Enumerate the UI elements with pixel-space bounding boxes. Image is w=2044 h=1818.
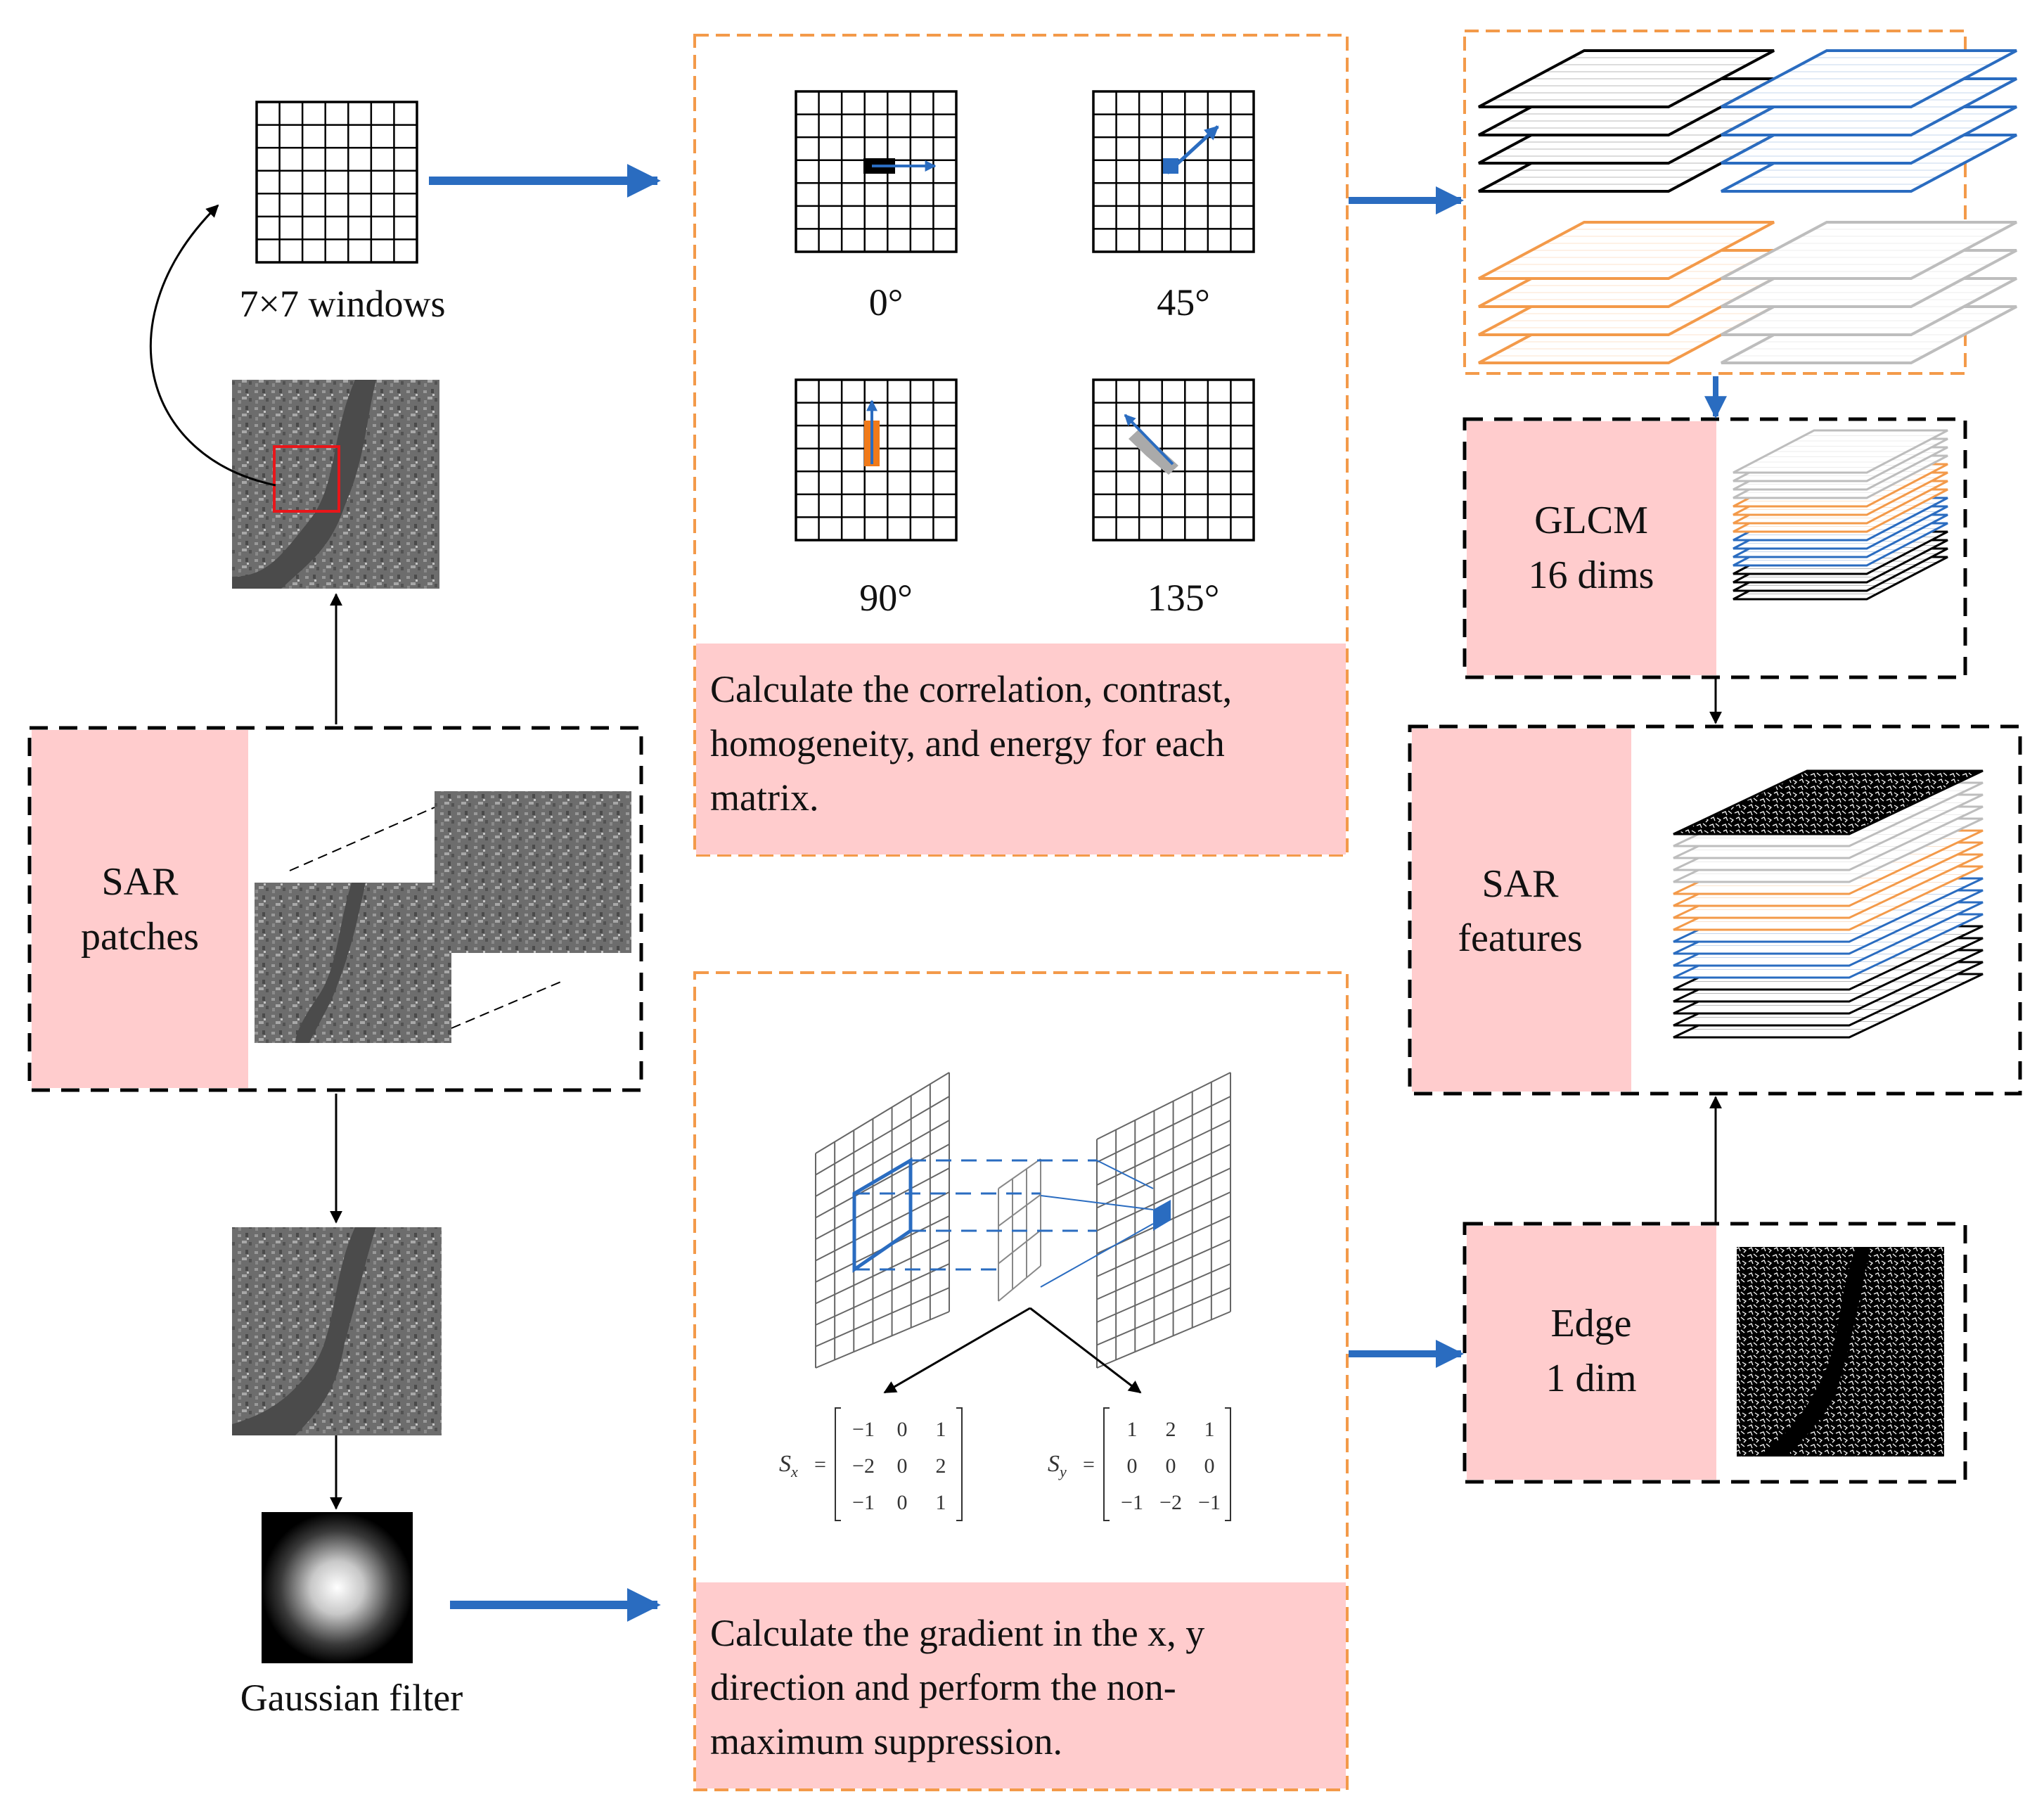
angle-grid-0 xyxy=(795,90,958,253)
matrix-cell: 0 xyxy=(1204,1454,1215,1478)
layer-stack-black xyxy=(1478,49,1775,193)
angle-grid-90 xyxy=(795,378,958,542)
matrix-cell: 1 xyxy=(936,1418,946,1441)
matrix-cell: 0 xyxy=(1127,1454,1138,1478)
edge-label-1: Edge xyxy=(1550,1302,1631,1345)
matrix-cell: −1 xyxy=(852,1491,875,1514)
sobel-x-matrix: Sx = −1 0 1 −2 0 2 −1 0 1 xyxy=(779,1407,963,1521)
angle-label-45: 45° xyxy=(1157,281,1210,324)
angle-45-fill xyxy=(1163,158,1178,174)
matrix-cell: −2 xyxy=(852,1454,875,1478)
glcm-text-bg xyxy=(696,644,1346,854)
sar-features-stack xyxy=(1673,769,1984,1039)
patch-connector-top xyxy=(289,807,435,871)
glcm-text-line-3: matrix. xyxy=(710,776,818,819)
layer-stack-blue xyxy=(1721,49,2017,193)
sar-patches-label-1: SAR xyxy=(102,860,179,904)
output-image-grid xyxy=(1096,1072,1231,1369)
matrix-cell: −1 xyxy=(1198,1491,1221,1514)
matrix-cell: 0 xyxy=(897,1491,908,1514)
edge-label-bg xyxy=(1467,1226,1716,1480)
gaussian-caption: Gaussian filter xyxy=(240,1677,463,1719)
sar-features-label-bg xyxy=(1412,729,1631,1092)
river-path-top xyxy=(232,380,376,589)
edge-river-path xyxy=(1758,1247,1870,1457)
angle-135-fill xyxy=(1129,429,1178,475)
gradient-text-line-1: Calculate the gradient in the x, y xyxy=(710,1612,1204,1654)
sar-patches-label-bg xyxy=(32,730,248,1088)
matrix-cell: 1 xyxy=(936,1491,946,1514)
sar-features-label-1: SAR xyxy=(1482,862,1560,906)
matrix-cell: −1 xyxy=(852,1418,875,1441)
kernel-grid xyxy=(998,1158,1041,1302)
edge-label-2: 1 dim xyxy=(1545,1357,1636,1400)
matrix-cell: −1 xyxy=(1121,1491,1143,1514)
matrix-cell: 2 xyxy=(936,1454,946,1478)
input-image-grid xyxy=(815,1072,950,1369)
sar-patches-label-2: patches xyxy=(81,915,199,959)
matrix-cell: 0 xyxy=(1166,1454,1176,1478)
layer-stack-gray xyxy=(1721,221,2017,364)
angle-label-90: 90° xyxy=(859,577,913,619)
angle-label-0: 0° xyxy=(869,281,904,324)
angle-grid-45 xyxy=(1092,90,1255,253)
matrix-cell: 0 xyxy=(897,1454,908,1478)
matrix-cell: 0 xyxy=(897,1418,908,1441)
svg-text:Sx: Sx xyxy=(779,1451,798,1480)
proj-line-6 xyxy=(1040,1223,1154,1288)
windows-caption: 7×7 windows xyxy=(240,283,446,325)
angle-label-135: 135° xyxy=(1148,577,1220,619)
angle-135-arrow xyxy=(1124,414,1174,466)
gradient-text-line-3: maximum suppression. xyxy=(710,1720,1062,1762)
glcm-dims-label-bg xyxy=(1467,421,1716,675)
sobel-arrow-right xyxy=(1029,1307,1142,1394)
matrix-cell: 1 xyxy=(1204,1418,1215,1441)
glcm-process-box xyxy=(693,34,1349,857)
matrix-cell: 2 xyxy=(1166,1418,1176,1441)
sar-features-label-2: features xyxy=(1458,916,1582,960)
glcm-dims-label-1: GLCM xyxy=(1534,499,1648,542)
output-pixel xyxy=(1153,1200,1171,1231)
sar-patches-box xyxy=(27,726,643,1092)
window-grid-7x7 xyxy=(255,101,418,264)
sobel-y-matrix: Sy = 1 2 1 0 0 0 −1 −2 −1 xyxy=(1048,1407,1231,1521)
sobel-arrow-left xyxy=(883,1307,1031,1394)
selection-window xyxy=(273,445,340,513)
matrix-cell: −2 xyxy=(1159,1491,1182,1514)
glcm-text-line-1: Calculate the correlation, contrast, xyxy=(710,668,1232,710)
sar-patch-back xyxy=(435,791,631,953)
arrow-window-curve xyxy=(150,204,276,487)
proj-line-7 xyxy=(1096,1160,1154,1189)
gradient-text-bg xyxy=(696,1582,1346,1788)
river-path-front xyxy=(295,883,366,1043)
svg-text:Sy: Sy xyxy=(1048,1451,1067,1480)
layer-stack-orange xyxy=(1478,221,1775,364)
patch-connector-bottom xyxy=(451,980,563,1029)
gaussian-filter-image xyxy=(262,1512,413,1663)
matrix-cell: 1 xyxy=(1127,1418,1138,1441)
angle-45-arrow xyxy=(1166,125,1219,174)
proj-line-5 xyxy=(1040,1195,1154,1210)
glcm-combined-stack xyxy=(1733,429,1948,601)
svg-text:=: = xyxy=(814,1453,826,1476)
angle-grid-135 xyxy=(1092,378,1255,542)
gradient-text-line-2: direction and perform the non- xyxy=(710,1666,1176,1708)
sar-features-box xyxy=(1408,724,2022,1096)
glcm-dims-label-2: 16 dims xyxy=(1529,553,1654,597)
svg-text:=: = xyxy=(1083,1453,1095,1476)
gradient-process-box xyxy=(693,971,1349,1791)
glcm-text-line-2: homogeneity, and energy for each xyxy=(710,722,1225,764)
river-path-bottom xyxy=(232,1227,376,1435)
